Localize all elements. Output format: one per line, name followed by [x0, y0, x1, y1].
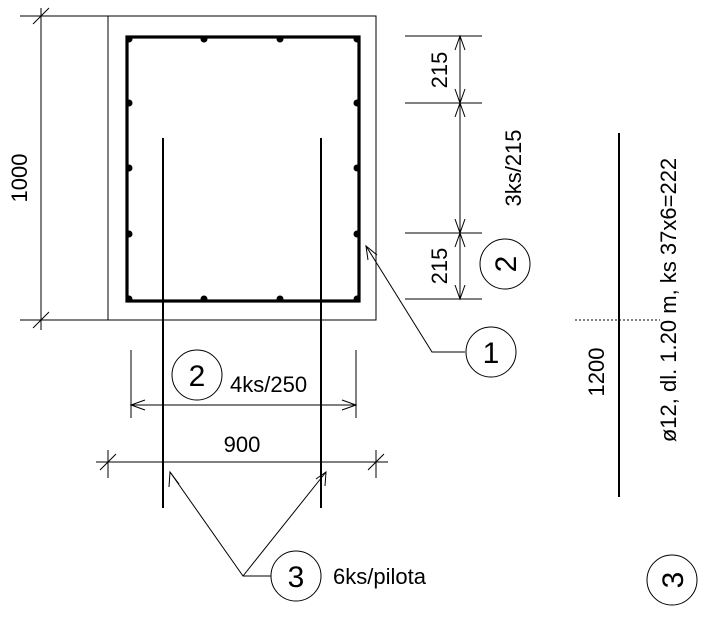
width-label: 900	[224, 432, 261, 457]
marker-2-bottom-label: 2	[189, 360, 206, 393]
height-dimension: 1000	[7, 7, 108, 330]
marker-3-right-label: 3	[657, 572, 690, 589]
bar-length-label: 1200	[584, 348, 609, 397]
longitudinal-bars	[125, 35, 361, 303]
bar-detail: 1200 3 ø12, dl. 1.20 m, ks 37x6=222	[575, 133, 698, 606]
marker-1-circle	[465, 326, 517, 378]
concrete-section-outline	[107, 15, 377, 321]
marker-1-label: 1	[483, 337, 500, 370]
spacing-dimension: 215 215	[405, 34, 482, 301]
marker-1: 1	[365, 244, 517, 378]
height-label: 1000	[7, 154, 32, 203]
marker-3-right-circle	[646, 554, 698, 606]
inner-width-label: 4ks/250	[230, 372, 307, 397]
spacing-top-label: 215	[427, 52, 452, 89]
marker-2-side-label: 2	[490, 256, 523, 273]
spacing-bottom-label: 215	[427, 248, 452, 285]
marker-3-bottom-circle	[270, 550, 322, 602]
marker-3-bottom-label: 3	[288, 561, 305, 594]
inner-width-dimension: 2 4ks/250	[129, 349, 358, 418]
pile-count-label: 6ks/pilota	[333, 564, 427, 589]
stirrup-spacing-label: 3ks/215	[501, 129, 526, 206]
stirrup-outline	[125, 35, 361, 303]
width-dimension: 900	[96, 432, 388, 478]
marker-2-bottom-circle	[171, 349, 223, 401]
marker-2-side-circle	[479, 238, 531, 290]
marker-3-bottom: 3 6ks/pilota	[168, 470, 427, 602]
bar-spec-label: ø12, dl. 1.20 m, ks 37x6=222	[656, 158, 681, 442]
marker-2-side: 2 3ks/215	[479, 129, 531, 290]
